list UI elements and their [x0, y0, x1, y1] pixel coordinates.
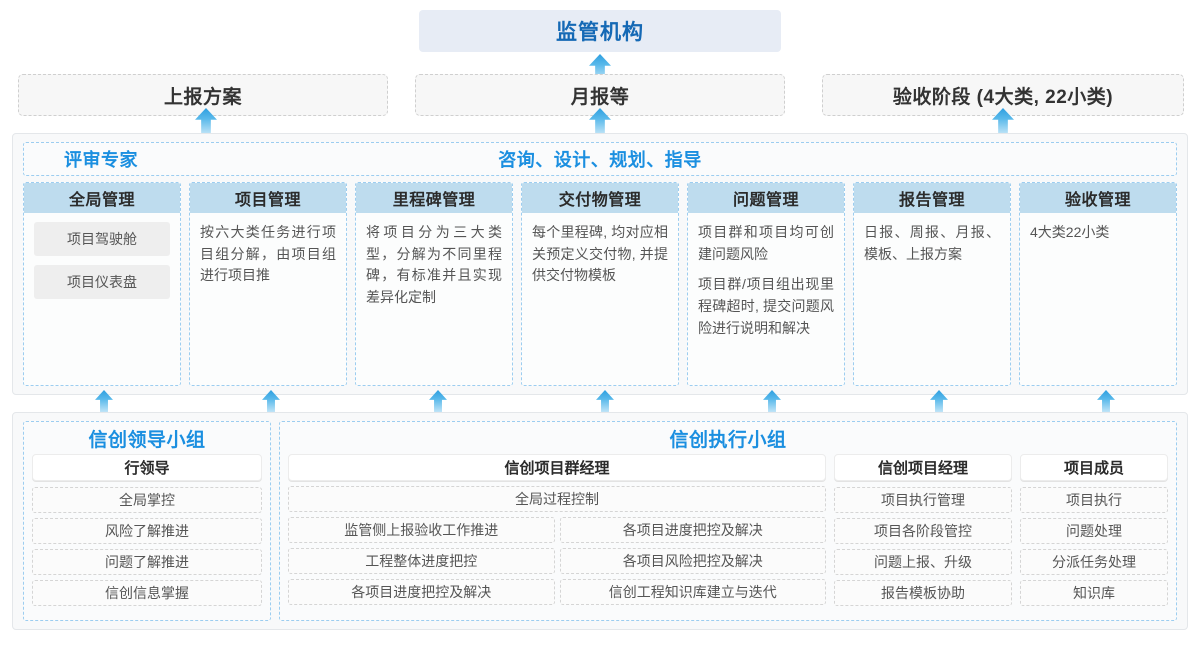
card-title: 验收管理 [1020, 183, 1176, 213]
project-member-task-list: 项目执行 问题处理 分派任务处理 知识库 [1020, 487, 1168, 606]
task-item[interactable]: 分派任务处理 [1020, 549, 1168, 575]
card-title: 里程碑管理 [356, 183, 512, 213]
module-card-deliverable-management[interactable]: 交付物管理 每个里程碑, 均对应相关预定义交付物, 并提供交付物模板 [521, 182, 679, 386]
project-manager-task-list: 项目执行管理 项目各阶段管控 问题上报、升级 报告模板协助 [834, 487, 1012, 606]
module-card-report-management[interactable]: 报告管理 日报、周报、月报、模板、上报方案 [853, 182, 1011, 386]
project-member-column: 项目成员 项目执行 问题处理 分派任务处理 知识库 [1020, 454, 1168, 606]
execution-group-title: 信创执行小组 [669, 430, 787, 451]
module-card-acceptance-management[interactable]: 验收管理 4大类22小类 [1019, 182, 1177, 386]
review-experts-label: 评审专家 [64, 150, 138, 170]
card-paragraph: 每个里程碑, 均对应相关预定义交付物, 并提供交付物模板 [532, 224, 668, 284]
execution-group: 信创执行小组 信创项目群经理 全局过程控制 监管侧上报验收工作推进 各项目进度把… [279, 421, 1177, 621]
leader-group: 信创领导小组 行领导 全局掌控 风险了解推进 问题了解推进 信创信息掌握 [23, 421, 271, 621]
module-card-milestone-management[interactable]: 里程碑管理 将项目分为三大类型，分解为不同里程碑，有标准并且实现差异化定制 [355, 182, 513, 386]
card-body: 每个里程碑, 均对应相关预定义交付物, 并提供交付物模板 [522, 213, 678, 385]
card-body: 日报、周报、月报、模板、上报方案 [854, 213, 1010, 385]
task-item[interactable]: 各项目风险把控及解决 [559, 548, 826, 574]
task-item[interactable]: 监管侧上报验收工作推进 [288, 517, 555, 543]
module-card-global-management[interactable]: 全局管理 项目驾驶舱 项目仪表盘 [23, 182, 181, 386]
card-body: 4大类22小类 [1020, 213, 1176, 385]
card-title: 交付物管理 [522, 183, 678, 213]
task-item[interactable]: 问题了解推进 [32, 549, 262, 575]
card-paragraph: 项目群和项目均可创建问题风险 [698, 224, 834, 262]
card-title: 项目管理 [190, 183, 346, 213]
card-paragraph: 日报、周报、月报、模板、上报方案 [864, 224, 1000, 262]
module-cards-row: 全局管理 项目驾驶舱 项目仪表盘 项目管理 按六大类任务进行项目组分解，由项目组… [23, 182, 1177, 386]
task-item[interactable]: 报告模板协助 [834, 580, 1012, 606]
role-bank-leader: 行领导 [32, 454, 262, 481]
card-body: 将项目分为三大类型，分解为不同里程碑，有标准并且实现差异化定制 [356, 213, 512, 385]
leader-task-list: 全局掌控 风险了解推进 问题了解推进 信创信息掌握 [32, 487, 262, 606]
card-body: 项目驾驶舱 项目仪表盘 [24, 213, 180, 385]
role-program-manager: 信创项目群经理 [288, 454, 826, 481]
task-item[interactable]: 问题上报、升级 [834, 549, 1012, 575]
platform-panel: 评审专家 咨询、设计、规划、指导 全局管理 项目驾驶舱 项目仪表盘 项目管理 按… [12, 133, 1188, 395]
card-body: 按六大类任务进行项目组分解，由项目组进行项目推 [190, 213, 346, 385]
consulting-label: 咨询、设计、规划、指导 [498, 150, 702, 170]
task-item[interactable]: 项目执行 [1020, 487, 1168, 513]
card-title: 报告管理 [854, 183, 1010, 213]
task-item[interactable]: 项目执行管理 [834, 487, 1012, 513]
task-item[interactable]: 各项目进度把控及解决 [288, 579, 555, 605]
task-item[interactable]: 各项目进度把控及解决 [559, 517, 826, 543]
task-item[interactable]: 问题处理 [1020, 518, 1168, 544]
task-item[interactable]: 全局掌控 [32, 487, 262, 513]
role-project-manager: 信创项目经理 [834, 454, 1012, 481]
task-item[interactable]: 信创信息掌握 [32, 580, 262, 606]
module-card-project-management[interactable]: 项目管理 按六大类任务进行项目组分解，由项目组进行项目推 [189, 182, 347, 386]
organization-panel: 信创领导小组 行领导 全局掌控 风险了解推进 问题了解推进 信创信息掌握 信创执… [12, 412, 1188, 630]
task-item[interactable]: 项目各阶段管控 [834, 518, 1012, 544]
platform-panel-header: 评审专家 咨询、设计、规划、指导 [23, 142, 1177, 176]
chip-project-dashboard[interactable]: 项目仪表盘 [34, 265, 170, 299]
chip-project-cockpit[interactable]: 项目驾驶舱 [34, 222, 170, 256]
role-project-member: 项目成员 [1020, 454, 1168, 481]
card-paragraph: 按六大类任务进行项目组分解，由项目组进行项目推 [200, 224, 336, 284]
task-item[interactable]: 知识库 [1020, 580, 1168, 606]
card-title: 全局管理 [24, 183, 180, 213]
card-paragraph: 4大类22小类 [1030, 224, 1110, 240]
task-item[interactable]: 全局过程控制 [288, 486, 826, 512]
task-item[interactable]: 信创工程知识库建立与迭代 [559, 579, 826, 605]
program-manager-column: 信创项目群经理 全局过程控制 监管侧上报验收工作推进 各项目进度把控及解决 工程… [288, 454, 826, 606]
program-manager-task-grid: 全局过程控制 监管侧上报验收工作推进 各项目进度把控及解决 工程整体进度把控 各… [288, 486, 826, 605]
card-body: 项目群和项目均可创建问题风险 项目群/项目组出现里程碑超时, 提交问题风险进行说… [688, 213, 844, 385]
task-item[interactable]: 风险了解推进 [32, 518, 262, 544]
task-item[interactable]: 工程整体进度把控 [288, 548, 555, 574]
card-title: 问题管理 [688, 183, 844, 213]
card-paragraph: 项目群/项目组出现里程碑超时, 提交问题风险进行说明和解决 [698, 276, 834, 336]
regulator-banner: 监管机构 [419, 10, 781, 52]
leader-group-title: 信创领导小组 [88, 430, 206, 451]
execution-columns: 信创项目群经理 全局过程控制 监管侧上报验收工作推进 各项目进度把控及解决 工程… [288, 454, 1168, 606]
card-paragraph: 将项目分为三大类型，分解为不同里程碑，有标准并且实现差异化定制 [366, 224, 502, 306]
report-box-acceptance: 验收阶段 (4大类, 22小类) [822, 74, 1184, 116]
report-box-plan: 上报方案 [18, 74, 388, 116]
module-card-issue-management[interactable]: 问题管理 项目群和项目均可创建问题风险 项目群/项目组出现里程碑超时, 提交问题… [687, 182, 845, 386]
project-manager-column: 信创项目经理 项目执行管理 项目各阶段管控 问题上报、升级 报告模板协助 [834, 454, 1012, 606]
